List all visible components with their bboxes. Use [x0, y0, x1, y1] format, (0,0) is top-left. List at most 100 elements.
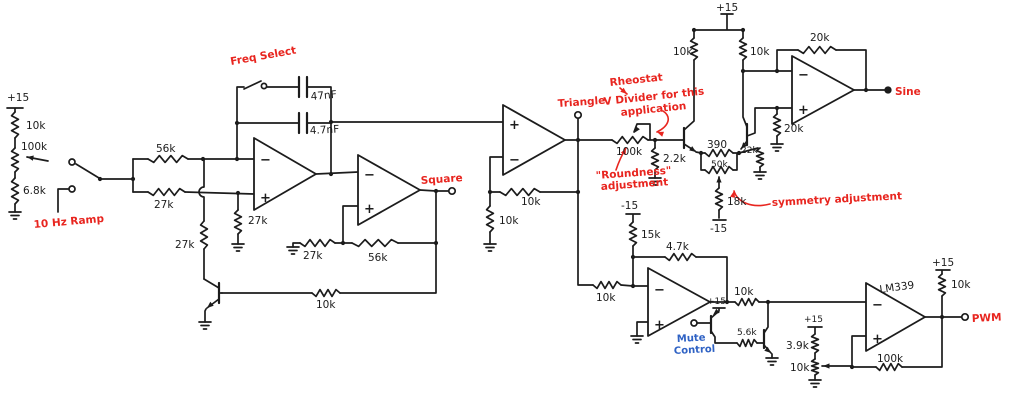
resistor-zigzag: [738, 37, 748, 61]
wire-segment: [132, 158, 255, 245]
arrowheads: [27, 87, 830, 369]
opamp-plus: +: [260, 191, 271, 206]
opamp-minus: −: [260, 153, 271, 168]
arrowhead: [823, 363, 830, 369]
junction-dot: [939, 314, 945, 320]
square-terminal: [447, 186, 457, 196]
opamp-plus: +: [654, 318, 665, 333]
wires: [6, 13, 963, 381]
resistor-zigzag: [147, 154, 189, 164]
resistor-zigzag: [704, 148, 734, 158]
opamp-plus: +: [509, 118, 520, 133]
opamp-square-comparator: [357, 154, 421, 226]
p15-label: +15: [707, 297, 726, 307]
resistor-value: 10k: [499, 215, 519, 227]
arrowhead: [207, 301, 214, 308]
junction-dot: [849, 364, 855, 370]
resistor-value: 27k: [303, 250, 323, 262]
opamps: [253, 55, 926, 352]
resistor-value: 6.8k: [23, 185, 47, 197]
resistors: [10, 37, 947, 376]
resistor-zigzag: [689, 37, 699, 61]
mute-terminal: [690, 319, 698, 327]
junction-dot: [691, 27, 697, 33]
arrowhead: [689, 146, 696, 152]
resistor-value: 20k: [810, 32, 830, 44]
roundness-note-2: adjustment: [600, 176, 668, 193]
resistor-zigzag: [650, 147, 660, 171]
junction-dot: [630, 254, 636, 260]
arrowhead: [713, 308, 720, 315]
grounds: [8, 143, 822, 388]
resistor-zigzag: [704, 165, 734, 175]
capacitor-value: 4.7nF: [310, 123, 340, 137]
ground-symbol: [286, 246, 300, 255]
junction-dot: [487, 189, 493, 195]
resistor-zigzag: [485, 205, 495, 233]
ground-symbol: [770, 143, 784, 152]
resistor-zigzag: [10, 177, 20, 205]
resistor-zigzag: [10, 147, 20, 173]
ground-symbol: [648, 177, 662, 186]
junction-dot: [774, 105, 780, 111]
junction-dot: [736, 150, 742, 156]
ic-label: LM339: [879, 279, 915, 296]
resistor-value: 56k: [156, 143, 176, 155]
resistor-zigzag: [311, 288, 341, 298]
wire-segment: [203, 278, 223, 323]
junction-dot: [200, 156, 206, 162]
opamp-plus: +: [798, 103, 809, 118]
wire-segment: [683, 13, 886, 145]
resistor-zigzag: [810, 333, 820, 354]
junction-dot: [765, 299, 771, 305]
resistor-zigzag: [937, 273, 947, 297]
symmetry-note: symmetry adjustment: [772, 190, 903, 209]
resistor-value: 100k: [877, 353, 904, 365]
resistor-zigzag: [299, 238, 336, 248]
ground-symbol: [753, 171, 767, 180]
sine-terminal: [884, 86, 892, 94]
junction-dot: [328, 119, 334, 125]
ramp-switch-lower-contact: [68, 185, 76, 193]
resistor-zigzag: [736, 338, 758, 348]
junction-dot: [328, 171, 334, 177]
p15-label: +15: [932, 257, 954, 269]
opamp-pwm-driver: [647, 267, 711, 337]
ramp-input-label: 10 Hz Ramp: [33, 213, 105, 231]
opamp-minus: −: [798, 68, 809, 83]
resistor-zigzag: [810, 358, 820, 376]
resistor-zigzag: [664, 252, 697, 262]
resistor-zigzag: [233, 209, 243, 235]
mute-control-label-2: Control: [674, 344, 716, 357]
resistor-value: 10k: [26, 120, 46, 132]
p15-label: +15: [804, 315, 823, 325]
junctions: [97, 27, 945, 370]
freq-select-contact: [260, 82, 268, 90]
wire-segment: [807, 269, 963, 381]
ground-symbol: [231, 243, 245, 252]
junction-dot: [340, 240, 346, 246]
resistor-zigzag: [875, 362, 903, 372]
resistor-zigzag: [734, 297, 760, 307]
resistor-value: 27k: [248, 215, 268, 227]
resistor-value: 56k: [368, 252, 388, 264]
junction-dot: [235, 190, 241, 196]
resistor-value: 50k: [711, 160, 728, 170]
junction-dot: [863, 87, 869, 93]
junction-dot: [234, 120, 240, 126]
resistor-zigzag: [797, 45, 837, 55]
opamp-plus: +: [872, 332, 883, 347]
roundness-note-1: "Roundness": [595, 165, 671, 182]
junction-dot: [575, 189, 581, 195]
resistor-value: 10k: [750, 46, 770, 58]
resistor-value: 4.7k: [666, 241, 690, 253]
opamp-triangle-buffer: [502, 104, 566, 176]
junction-dot: [97, 176, 103, 182]
ground-symbol: [483, 243, 497, 252]
freq-select-label: Freq Select: [229, 45, 297, 68]
wire-segment: [292, 171, 450, 248]
resistor-zigzag: [199, 220, 209, 250]
resistor-value: 3.9k: [786, 340, 810, 352]
junction-dot: [433, 240, 439, 246]
